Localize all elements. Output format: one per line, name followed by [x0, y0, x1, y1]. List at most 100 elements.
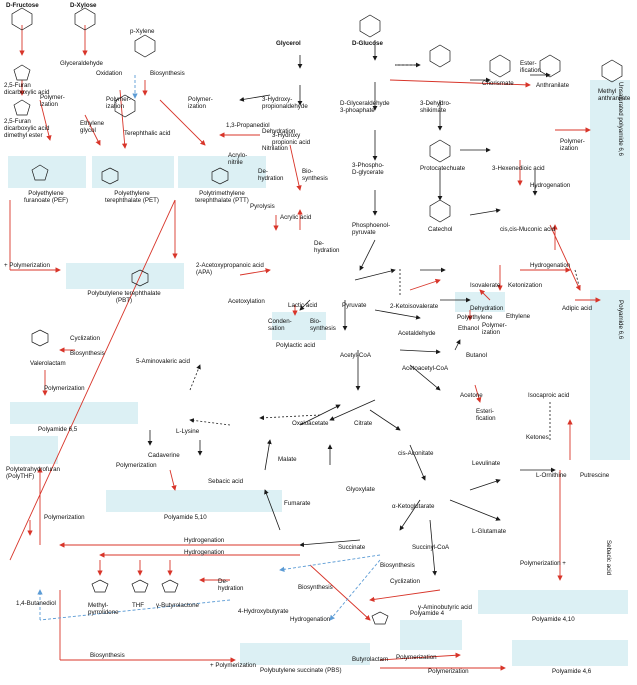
succinate-label: Succinate	[338, 544, 366, 551]
protocatechuate-label: Protocatechuate	[420, 165, 466, 172]
biosynthesis-label-7: Biosynthesis	[90, 652, 125, 659]
ketonization-label: Ketonization	[508, 282, 543, 289]
glycerol-label: Glycerol	[276, 40, 301, 47]
biosynthesis-label-6: Biosynthesis	[380, 562, 415, 569]
pa410-label: Polyamide 4,10	[532, 616, 575, 623]
hydrogenation-label-3: Hydrogenation	[184, 537, 225, 544]
hydrogenation-label-5: Hydrogenation	[290, 616, 331, 623]
pef-box	[8, 156, 86, 188]
ethanol-label: Ethanol	[458, 325, 479, 332]
pef-label: Polyethylene furanoate (PEF)	[23, 190, 69, 204]
polymerization-label-2: Polymer- ization	[106, 96, 131, 110]
pa4-label: Polyamide 4	[410, 610, 445, 617]
pa410-box	[478, 590, 628, 614]
butanol-label: Butanol	[466, 352, 487, 359]
xylose-label: D-Xylose	[70, 2, 97, 9]
acetylcoa-label: Acetyl-CoA	[340, 352, 371, 359]
thf-label: THF	[132, 602, 145, 609]
biosynthesis-label-2: Bio- synthesis	[302, 168, 328, 182]
dehydration-label-2: De- hydration	[258, 168, 284, 182]
succinylcoa-label: Succinyl-CoA	[412, 544, 450, 551]
lactic-label: Lactic acid	[288, 302, 318, 309]
pbs-label: Polybutylene succinate (PBS)	[260, 667, 342, 674]
methyl-anthranilate-label: Methyl anthranilate	[598, 88, 631, 102]
pa4-box	[400, 620, 462, 650]
pa66-box	[590, 290, 630, 460]
biosynthesis-label-5: Biosynthesis	[298, 584, 333, 591]
hydrogenation-label-2: Hydrogenation	[530, 262, 571, 269]
upa66-box	[590, 80, 630, 240]
isovalerate-label: Isovalerate	[470, 282, 501, 289]
polymerization-label-1: Polymer- ization	[40, 94, 65, 108]
polymerization-label-10: Polymerization	[428, 668, 469, 675]
biosynthesis-label-1: Biosynthesis	[150, 70, 185, 77]
butanediol-label: 1,4-Butanediol	[16, 600, 56, 607]
pe-box	[455, 292, 505, 312]
nitrilation-label: Nitrilation	[262, 145, 288, 152]
levulinate-label: Levulinate	[472, 460, 501, 467]
fructose-label: D-Fructose	[6, 2, 39, 9]
malate-label: Malate	[278, 456, 297, 463]
ethylene-label: Ethylene	[506, 313, 531, 320]
catechol-label: Catechol	[428, 226, 453, 233]
pa46-label: Polyamide 4,6	[552, 668, 592, 675]
upa66-label: Unsaturated polyamide 6,6	[617, 82, 624, 156]
esterification-label: Ester- ification	[520, 60, 541, 74]
polymerization-label-11: Polymerization +	[520, 560, 566, 567]
muconic-label: cis,cis-Muconic acid	[500, 226, 556, 233]
gaba-label: γ-Aminobutyric acid	[418, 604, 472, 611]
propanediol-label: 1,3-Propanediol	[226, 122, 270, 129]
butyrolactone-label: γ-Butyrolactone	[156, 602, 199, 609]
polymerization-label-4: Polymer- ization	[482, 322, 507, 336]
glyoxylate-label: Glyoxylate	[346, 486, 375, 493]
hydrogenation-label-4: Hydrogenation	[184, 549, 225, 556]
dehydroshikimate-label: 3-Dehydro- shikimate	[420, 100, 451, 114]
acetone-label: Acetone	[460, 392, 483, 399]
polymerization-label-5: Polymer- ization	[560, 138, 585, 152]
anthranilate-label: Anthranilate	[536, 82, 570, 89]
pep-label: Phosphoenol- pyruvate	[352, 222, 391, 236]
cyclization-label-2: Cyclization	[390, 578, 420, 585]
oxaloacetate-label: Oxaloacetate	[292, 420, 329, 427]
hydroxybutyrate-label: 4-Hydroxybutyrate	[238, 608, 289, 615]
aminovaleric-label: 5-Aminovaleric acid	[136, 358, 190, 365]
polymerization-label-7: Polymerization	[116, 462, 157, 469]
oxidation-label: Oxidation	[96, 70, 123, 77]
condensation-label: Conden- sation	[268, 318, 292, 332]
pbs-box	[240, 643, 370, 665]
g3p-label: D-Glyceraldehyde 3-phoaphate	[340, 100, 390, 114]
pa65-label: Polyamide 6,5	[38, 426, 78, 433]
pyruvate-label: Pyruvate	[342, 302, 367, 309]
valerolactam-label: Valerolactam	[30, 360, 66, 367]
isocaproic-label: Isocaproic acid	[528, 392, 570, 399]
acrylic-label: Acrylic acid	[280, 214, 312, 221]
methylpyrrolidone-label: Methyl- pyrrolidone	[88, 602, 119, 616]
pla-label: Polylactic acid	[276, 342, 316, 349]
pet-box	[92, 156, 174, 188]
glucose-label: D-Glucose	[352, 40, 383, 47]
butyrolactam-label: Butyrolactam	[352, 656, 389, 663]
hydrogenation-label-1: Hydrogenation	[530, 182, 571, 189]
dehydration-label: Dehydration	[262, 128, 296, 135]
acrylonitrile-label: Acrylo- nitrile	[228, 152, 248, 166]
polythf-box	[10, 436, 58, 464]
dehydration-label-4: Dehydration	[470, 305, 504, 312]
dehydration-label-5: De- hydration	[218, 578, 244, 592]
fumarate-label: Fumarate	[284, 500, 311, 507]
polythf-label: Polytetrahydrofuran (PolyTHF)	[6, 466, 60, 480]
hydroxypropionic-label: 3-Hydroxy propionic acid	[272, 132, 311, 146]
plus-polymerization-label: + Polymerization	[4, 262, 50, 269]
biosynthesis-label-3: Bio- synthesis	[310, 318, 336, 332]
acetaldehyde-label: Acetaldehyde	[398, 330, 436, 337]
hydroxypropionaldehyde-label: 3-Hydroxy- propionaldehyde	[262, 96, 308, 110]
pet-label: Polyethylene terephthalate (PET)	[105, 190, 159, 204]
polymerization-label-6: Polymerization	[44, 385, 85, 392]
ethylene-glycol-label: Ethylene glycol	[80, 120, 105, 134]
sebacic-vertical-label: Sebacic acid	[605, 540, 612, 576]
cadaverine-label: Cadaverine	[148, 452, 180, 459]
polyethylene-label: Polyethylene	[457, 314, 493, 321]
pa510-box	[106, 490, 282, 512]
citrate-label: Citrate	[354, 420, 373, 427]
polymerization-label-3: Polymer- ization	[188, 96, 213, 110]
